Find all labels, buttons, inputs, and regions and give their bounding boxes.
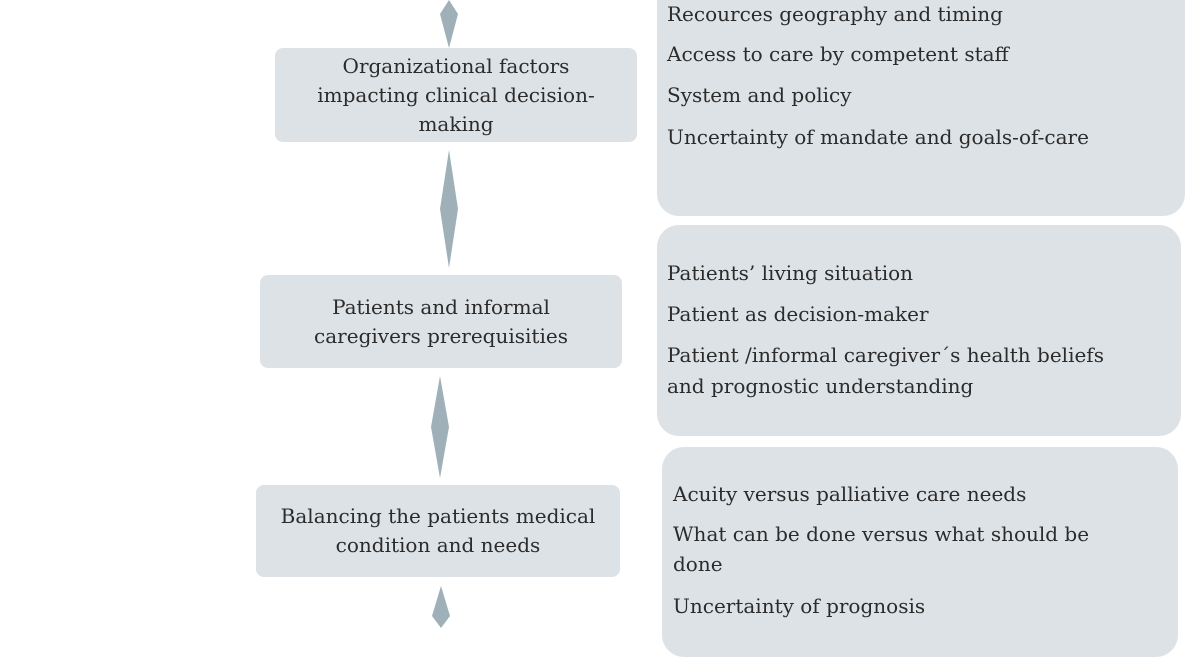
connector-2-3 <box>431 376 449 478</box>
detail-item: and prognostic understanding <box>667 374 974 398</box>
connector-1-2 <box>440 150 458 268</box>
details-balancing-medical-condition <box>662 447 1178 657</box>
details-organizational-factors <box>657 0 1185 216</box>
details-patients-caregivers <box>657 225 1181 436</box>
detail-item: Uncertainty of prognosis <box>673 594 926 618</box>
detail-item: Patient /informal caregiver´s health bel… <box>667 343 1104 367</box>
category-label-line: Organizational factors <box>342 53 570 78</box>
detail-item: Acuity versus palliative care needs <box>673 482 1027 506</box>
category-label-line: caregivers prerequisities <box>314 323 568 348</box>
category-label: Balancing the patients medical condition… <box>281 502 596 560</box>
connector-top <box>440 0 458 48</box>
detail-item: What can be done versus what should be <box>673 522 1090 546</box>
detail-item: System and policy <box>667 83 852 107</box>
category-organizational-factors: Organizational factors impacting clinica… <box>275 48 637 142</box>
category-label-line: Patients and informal <box>332 294 550 319</box>
decision-making-diagram: Organizational factors impacting clinica… <box>256 0 1185 657</box>
category-label-line: making <box>418 111 494 136</box>
detail-item: Access to care by competent staff <box>667 42 1009 66</box>
detail-item: Patient as decision-maker <box>667 302 929 326</box>
category-label: Organizational factors impacting clinica… <box>317 52 595 139</box>
category-balancing-medical-condition: Balancing the patients medical condition… <box>256 485 620 577</box>
category-label: Patients and informal caregivers prerequ… <box>314 293 568 351</box>
category-patients-caregivers: Patients and informal caregivers prerequ… <box>260 275 622 368</box>
detail-item: Recources geography and timing <box>667 2 1003 26</box>
detail-item: Patients’ living situation <box>667 261 914 285</box>
category-label-line: impacting clinical decision- <box>317 82 595 107</box>
category-label-line: condition and needs <box>335 533 541 557</box>
detail-item: Uncertainty of mandate and goals-of-care <box>667 125 1089 149</box>
connector-bottom <box>432 586 450 628</box>
category-label-line: Balancing the patients medical <box>280 504 596 528</box>
detail-item: done <box>673 552 723 576</box>
